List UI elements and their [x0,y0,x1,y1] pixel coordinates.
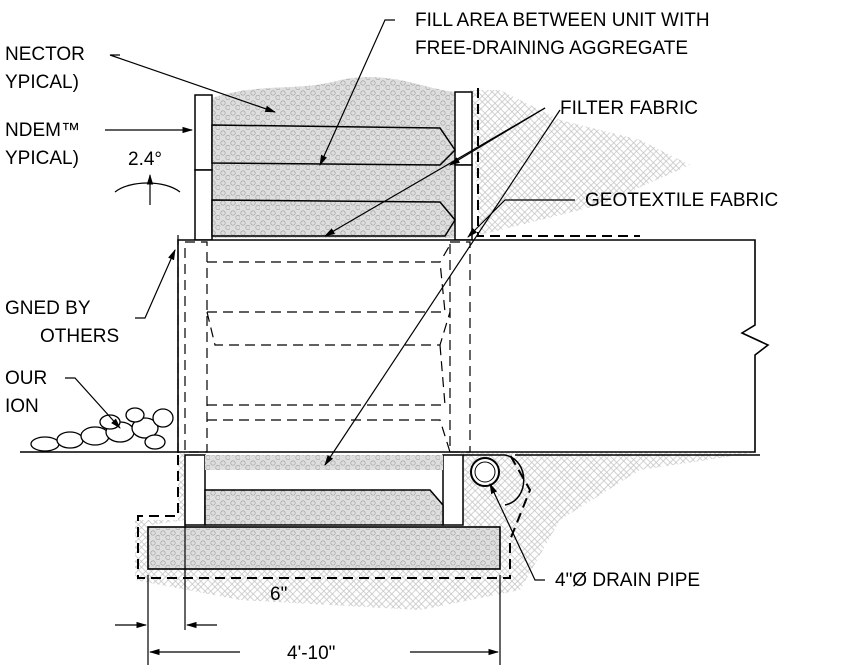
dimension-6in-label: 6" [270,584,287,605]
connector-label-line2: YPICAL) [5,72,79,93]
tandem-label-line2: YPICAL) [5,148,79,169]
geotextile-label: GEOTEXTILE FABRIC [585,190,778,211]
dimension-width-label: 4'-10" [287,643,335,664]
slab [177,239,770,453]
fill-label-line2: FREE-DRAINING AGGREGATE [415,38,688,59]
filter-fabric-label: FILTER FABRIC [560,98,698,119]
drain-pipe-label: 4"Ø DRAIN PIPE [555,570,700,591]
dimension-6in [115,520,217,665]
foundation-soil [20,452,760,610]
tandem-label-line1: NDEM™ [5,120,80,141]
fill-label-line1: FILL AREA BETWEEN UNIT WITH [415,10,710,31]
geotextile-line-upper [477,88,640,237]
lower-wall-units [184,454,464,526]
leader-lines [65,19,575,581]
scour-label-line1: OUR [5,368,47,389]
designed-label-line1: GNED BY [5,298,91,319]
batter-angle-label: 2.4° [128,149,162,170]
scour-label-line2: ION [5,396,39,417]
footing-fabric [137,454,532,579]
leveling-pad [147,526,501,570]
scour-rocks [30,407,174,452]
hidden-units [177,235,471,455]
drain-gravel-edge [463,454,525,506]
dimension-width [148,575,501,665]
upper-wall-units [194,91,473,241]
connector-label-line1: NECTOR [5,44,85,65]
designed-label-line2: OTHERS [40,326,119,347]
retained-soil [470,90,690,235]
